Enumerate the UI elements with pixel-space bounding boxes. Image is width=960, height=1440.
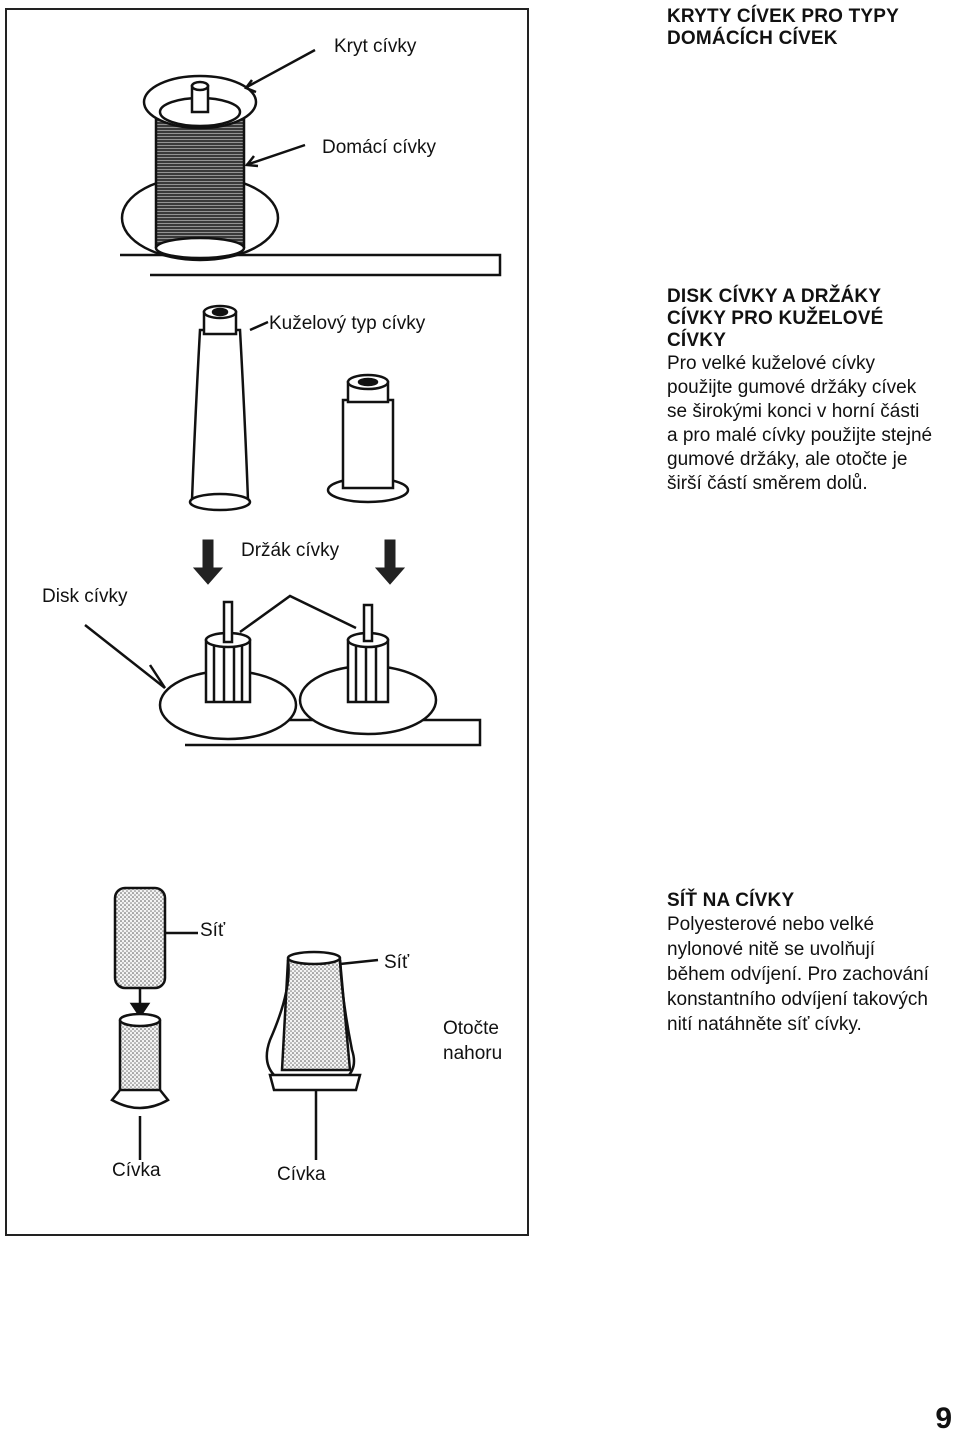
label-domestic-spool: Domácí cívky [322,137,437,158]
section-spool-net: SÍŤ NA CÍVKY Polyesterové nebo velké nyl… [667,890,960,1037]
net-spool-drawing [110,886,198,1160]
label-spool-cap: Kryt cívky [334,36,417,57]
label-net-1: Síť [200,920,226,941]
section-title: DISK CÍVKY A DRŽÁKY CÍVKY PRO KUŽELOVÉ C… [667,286,884,351]
arrows-down [192,539,406,585]
section-body: Pro velké kuželové cívky použijte gumové… [667,353,933,494]
cone-spool-drawing [188,304,269,512]
section-spool-caps: KRYTY CÍVEK PRO TYPY DOMÁCÍCH CÍVEK [667,6,960,50]
section-title: KRYTY CÍVEK PRO TYPY DOMÁCÍCH CÍVEK [667,6,900,49]
label-spool-holder: Držák cívky [241,540,340,561]
section-title: SÍŤ NA CÍVKY [667,890,795,911]
label-cone-spool: Kuželový typ cívky [269,313,426,334]
net-cone-drawing [265,950,379,1160]
illustration-frame [5,8,529,1236]
section-body: Polyesterové nebo velké nylonové nitě se… [667,914,929,1035]
section-spool-disk-holders: DISK CÍVKY A DRŽÁKY CÍVKY PRO KUŽELOVÉ C… [667,286,960,496]
page-number: 9 [935,1402,952,1435]
small-spool-drawing [326,373,410,504]
label-spool-2: Cívka [277,1164,326,1185]
label-spool-1: Cívka [112,1160,161,1181]
label-net-2: Síť [384,952,410,973]
label-turn-up: Otočte nahoru [443,1018,503,1064]
domestic-spool-drawing [120,48,502,277]
label-spool-disk: Disk cívky [42,586,128,607]
spool-disks-drawing [84,594,482,747]
